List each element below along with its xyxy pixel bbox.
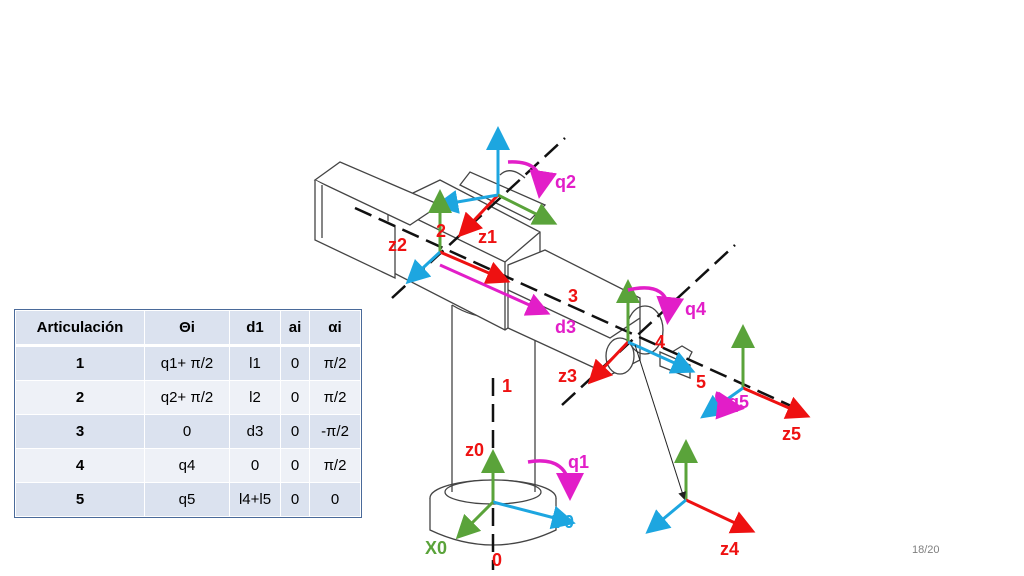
label-n3: 3	[568, 286, 578, 306]
label-z2: z2	[388, 235, 407, 255]
table-row: 3 0 d3 0 -π/2	[15, 414, 361, 449]
label-q5: q5	[728, 392, 749, 412]
label-n1: 1	[502, 376, 512, 396]
cell: q4	[144, 448, 230, 483]
cell: 2	[15, 380, 145, 415]
table-header-row: Articulación Θi d1 ai αi	[15, 310, 361, 347]
label-n0: 0	[492, 550, 502, 570]
cell: q2+ π/2	[144, 380, 230, 415]
cell: 0	[144, 414, 230, 449]
cell: 0	[229, 448, 281, 483]
table-row: 5 q5 l4+l5 0 0	[15, 482, 361, 517]
label-z1: z1	[478, 227, 497, 247]
header-theta: Θi	[144, 310, 230, 347]
label-y0: Y0	[552, 512, 574, 532]
rotation-arrows	[507, 160, 745, 501]
cell: q1+ π/2	[144, 345, 230, 381]
label-q4: q4	[685, 299, 706, 319]
cell: π/2	[309, 448, 361, 483]
page-number: 18/20	[912, 544, 940, 556]
label-n4: 4	[655, 332, 665, 352]
header-d: d1	[229, 310, 281, 347]
cell: l2	[229, 380, 281, 415]
label-z3: z3	[558, 366, 577, 386]
table-row: 4 q4 0 0 π/2	[15, 448, 361, 483]
cell: 0	[280, 414, 310, 449]
dh-parameters-table: Articulación Θi d1 ai αi 1 q1+ π/2 l1 0 …	[14, 309, 362, 518]
label-x0: X0	[425, 538, 447, 558]
label-z5: z5	[782, 424, 801, 444]
label-n2: 2	[436, 221, 446, 241]
label-n5: 5	[696, 372, 706, 392]
cell: 3	[15, 414, 145, 449]
cell: 0	[309, 482, 361, 517]
cell: 1	[15, 345, 145, 381]
robot-outline	[313, 161, 693, 546]
frame-arrows	[405, 126, 811, 540]
label-q1: q1	[568, 452, 589, 472]
cell: 0	[280, 380, 310, 415]
header-a: ai	[280, 310, 310, 347]
label-q2: q2	[555, 172, 576, 192]
cell: q5	[144, 482, 230, 517]
cell: l4+l5	[229, 482, 281, 517]
label-z0: z0	[465, 440, 484, 460]
label-d3: d3	[555, 317, 576, 337]
table-row: 1 q1+ π/2 l1 0 π/2	[15, 345, 361, 381]
cell: 4	[15, 448, 145, 483]
cell: π/2	[309, 345, 361, 381]
cell: l1	[229, 345, 281, 381]
header-articulacion: Articulación	[15, 310, 145, 347]
table-row: 2 q2+ π/2 l2 0 π/2	[15, 380, 361, 415]
pointer-line	[634, 344, 686, 500]
cell: 0	[280, 345, 310, 381]
cell: 5	[15, 482, 145, 517]
cell: π/2	[309, 380, 361, 415]
cell: d3	[229, 414, 281, 449]
cell: 0	[280, 448, 310, 483]
cell: 0	[280, 482, 310, 517]
cell: -π/2	[309, 414, 361, 449]
header-alpha: αi	[309, 310, 361, 347]
label-z4: z4	[720, 539, 739, 559]
